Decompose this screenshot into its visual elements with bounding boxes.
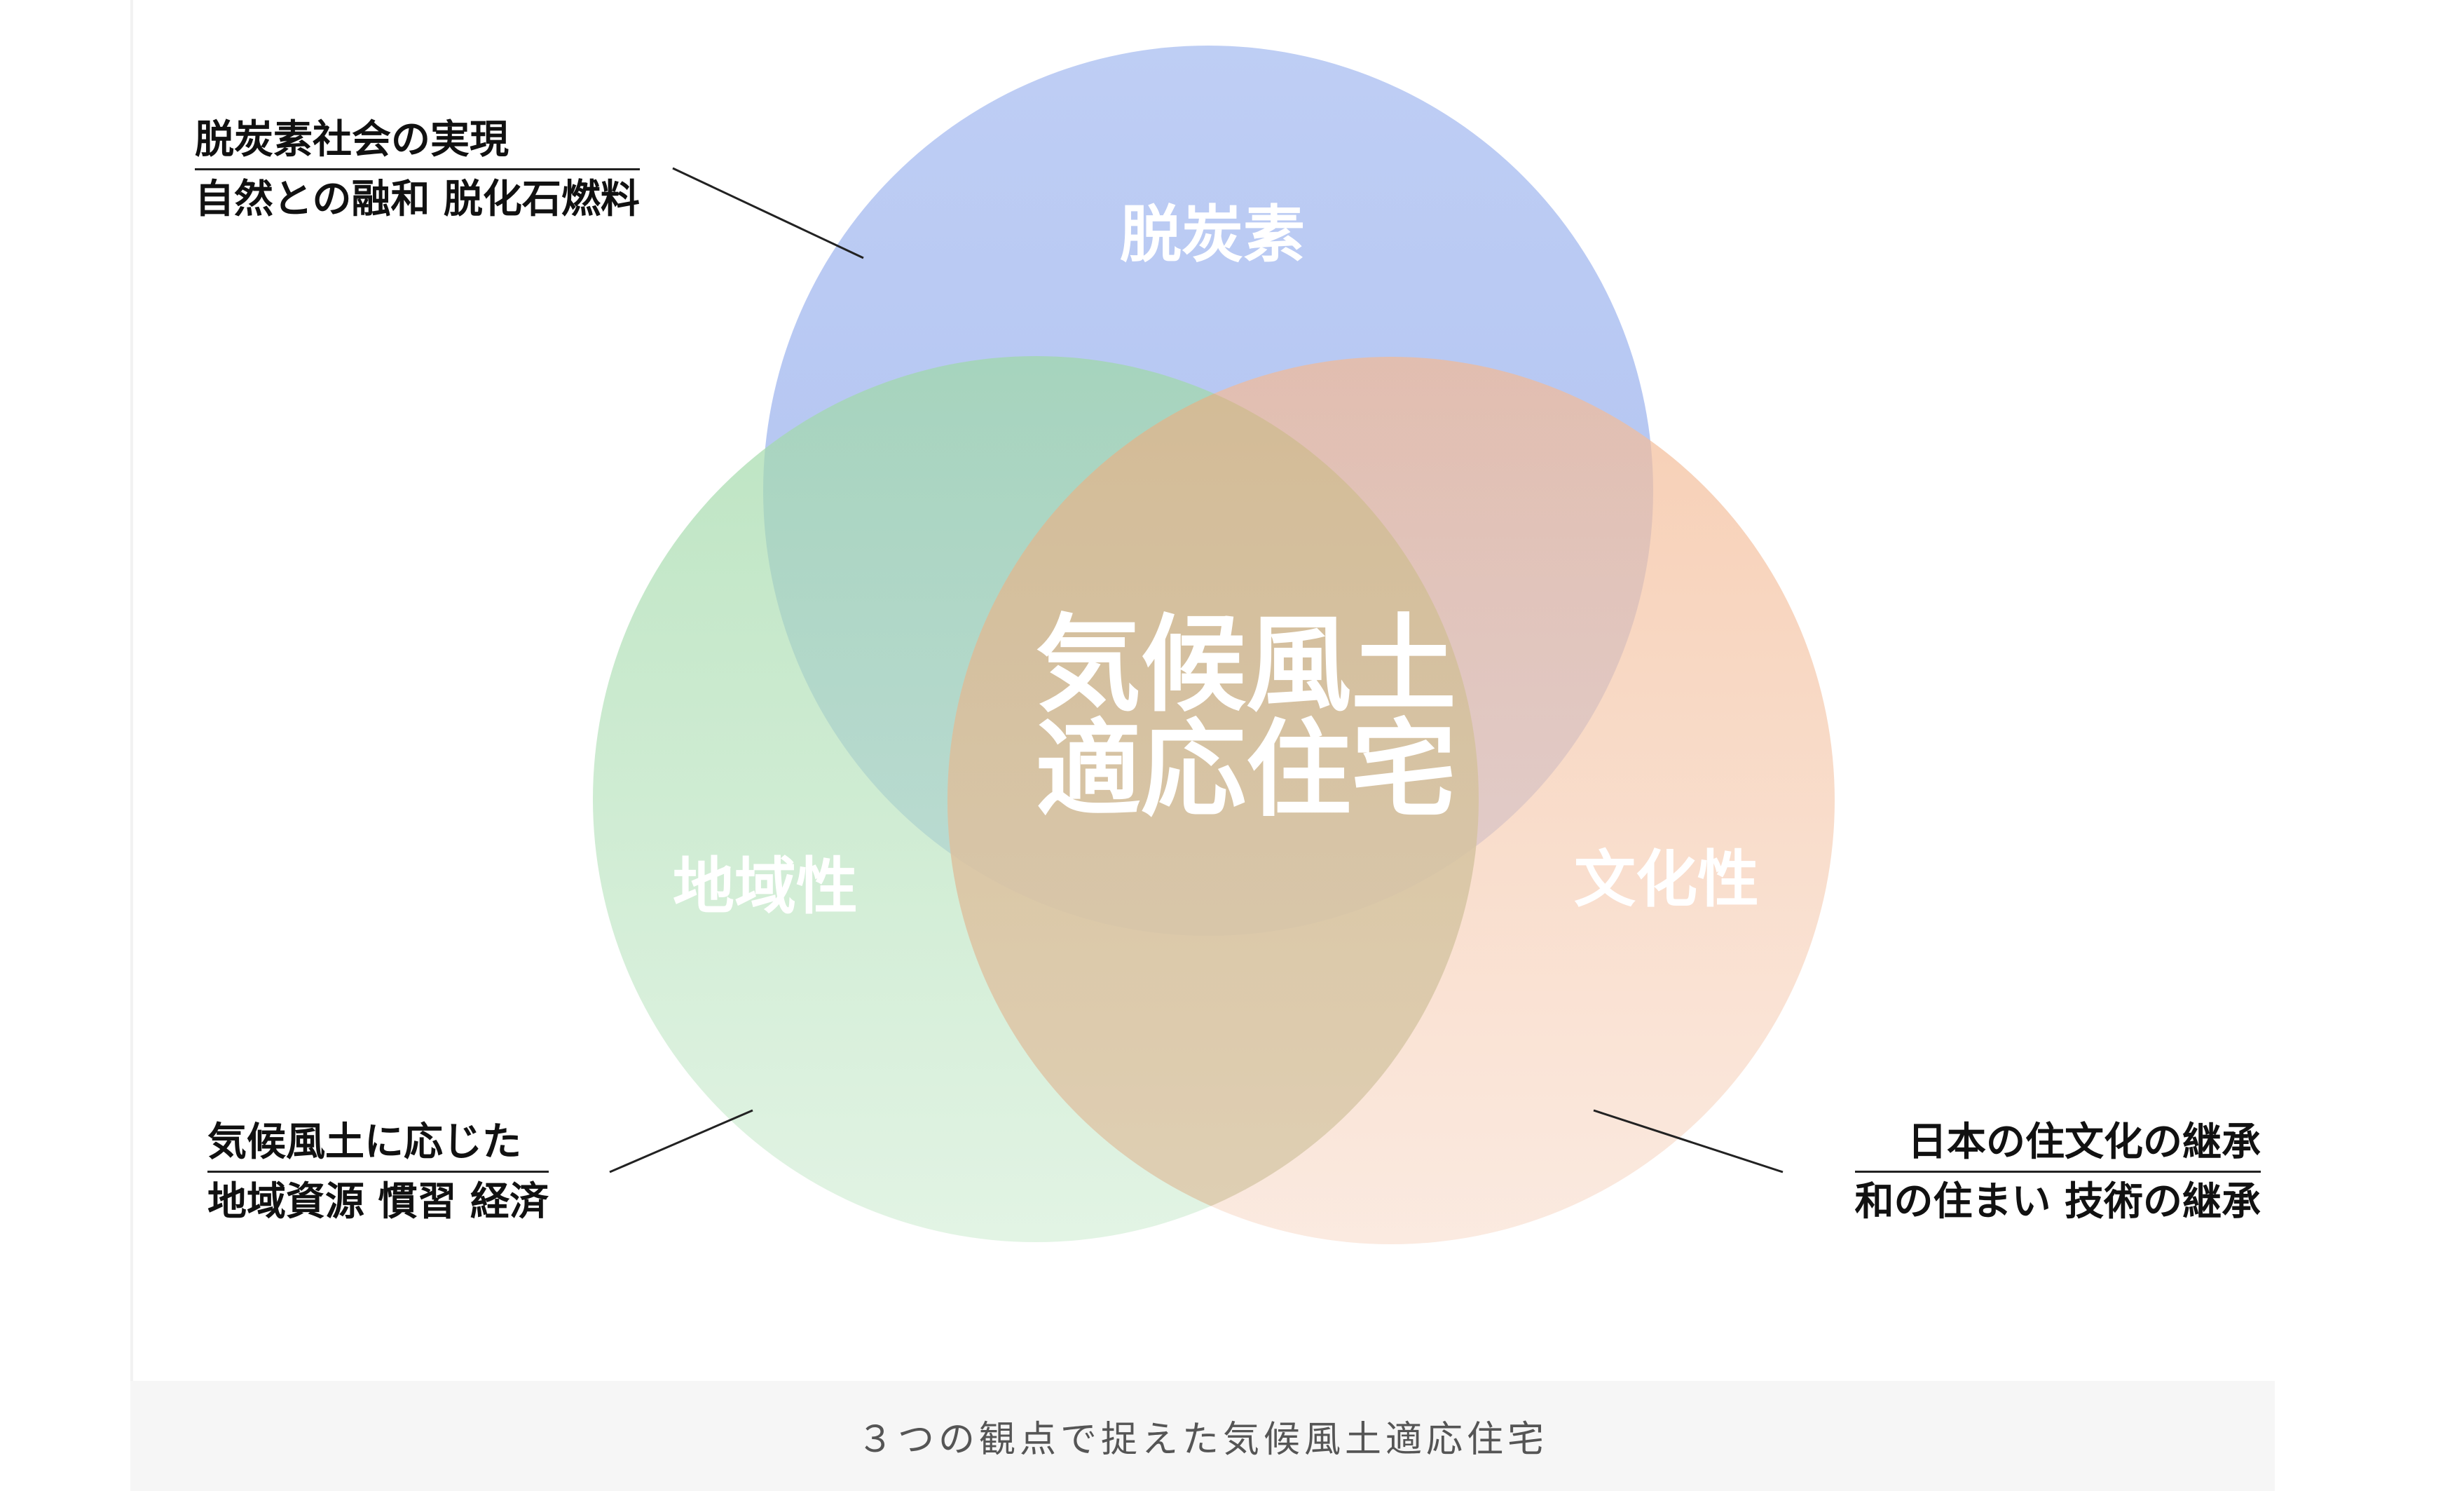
label-left: 地域性 (673, 850, 858, 922)
callout-bottom-left-line2: 地域資源 慣習 経済 (207, 1179, 549, 1225)
callout-bottom-left: 気候風土に応じた 地域資源 慣習 経済 (207, 1116, 549, 1229)
connector-top-left (672, 167, 864, 259)
connector-bottom-left (609, 1109, 753, 1173)
callout-top-left: 脱炭素社会の実現 自然との融和 脱化石燃料 (195, 114, 640, 226)
circle-right (947, 357, 1835, 1244)
callout-bottom-left-line1: 気候風土に応じた (207, 1116, 549, 1173)
center-label-line1: 気候風土 (1036, 604, 1456, 726)
connector-bottom-right (1593, 1109, 1784, 1173)
center-overlap (947, 357, 1479, 1242)
center-label-line2: 適応住宅 (1036, 709, 1456, 831)
caption-text: ３つの観点で捉えた気候風土適応住宅 (856, 1419, 1548, 1461)
callout-top-left-line1: 脱炭素社会の実現 (195, 114, 640, 170)
left-divider (130, 0, 133, 1381)
caption-bar: ３つの観点で捉えた気候風土適応住宅 (130, 1381, 2275, 1491)
venn-diagram: 脱炭素 地域性 文化性 気候風土 適応住宅 (593, 46, 1835, 1244)
callout-top-left-line2: 自然との融和 脱化石燃料 (195, 177, 640, 222)
label-right: 文化性 (1574, 843, 1759, 915)
callout-bottom-right-line2: 和の住まい 技術の継承 (1854, 1179, 2261, 1225)
callout-bottom-right: 日本の住文化の継承 和の住まい 技術の継承 (1854, 1116, 2261, 1229)
callout-bottom-right-line1: 日本の住文化の継承 (1854, 1116, 2261, 1173)
label-top: 脱炭素 (1120, 198, 1305, 271)
